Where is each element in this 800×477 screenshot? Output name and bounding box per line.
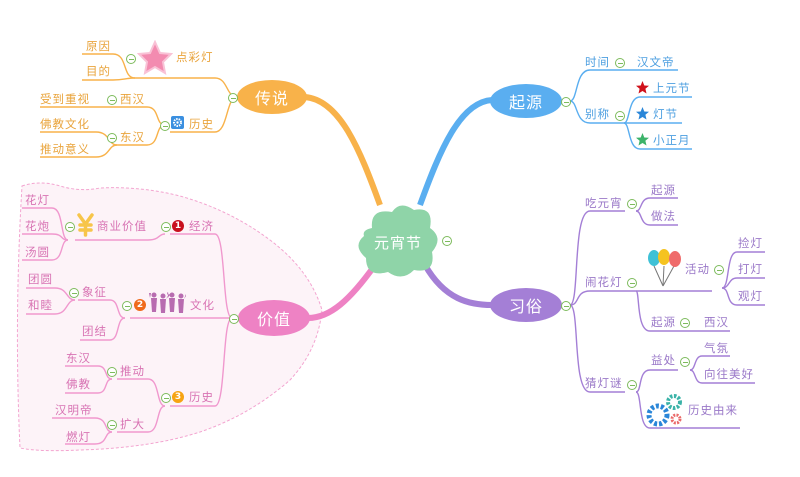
topic-symbol[interactable]: 象征 — [82, 285, 107, 299]
topic-expand[interactable]: 扩大 — [120, 417, 145, 431]
priority-1-icon: 1 — [172, 220, 184, 232]
collapse-button[interactable] — [107, 420, 117, 430]
topic-emperor-ming[interactable]: 汉明帝 — [55, 403, 93, 417]
topic-yuanxiao-origin[interactable]: 起源 — [651, 183, 676, 197]
topic-hit-lantern[interactable]: 打灯 — [738, 262, 763, 276]
central-topic[interactable]: 元宵节 — [352, 200, 444, 282]
collapse-button[interactable] — [627, 199, 637, 209]
topic-harmony[interactable]: 和睦 — [28, 298, 53, 312]
topic-history-origin[interactable]: 历史由来 — [688, 403, 738, 417]
star-red-icon — [636, 81, 649, 94]
collapse-button[interactable] — [229, 314, 239, 324]
topic-lantern-fair[interactable]: 闹花灯 — [585, 275, 623, 289]
topic-label: 价值 — [256, 310, 291, 329]
collapse-button[interactable] — [65, 222, 75, 232]
gear-icon — [171, 116, 184, 129]
topic-economy[interactable]: 经济 — [189, 219, 214, 233]
collapse-button[interactable] — [126, 54, 136, 64]
topic-light-lanterns[interactable]: 燃灯 — [66, 430, 91, 444]
topic-buddhist-culture[interactable]: 佛教文化 — [40, 117, 90, 131]
topic-history[interactable]: 历史 — [189, 390, 214, 404]
collapse-button[interactable] — [122, 301, 132, 311]
topic-colored-lanterns[interactable]: 点彩灯 — [176, 50, 214, 64]
topic-label: 传说 — [254, 89, 289, 108]
topic-western-han[interactable]: 西汉 — [120, 92, 145, 106]
topic-label: 起源 — [508, 93, 543, 112]
yen-icon — [77, 213, 94, 237]
collapse-button[interactable] — [680, 318, 690, 328]
collapse-button[interactable] — [160, 121, 170, 131]
collapse-button[interactable] — [107, 95, 117, 105]
value-boundary — [16, 182, 323, 452]
collapse-button[interactable] — [627, 380, 637, 390]
topic-little-new-year[interactable]: 小正月 — [653, 133, 691, 147]
dancers-icon — [149, 292, 186, 313]
topic-firecrackers[interactable]: 花炮 — [25, 219, 50, 233]
topic-promote[interactable]: 推动 — [120, 364, 145, 378]
topic-shangyuan[interactable]: 上元节 — [653, 81, 691, 95]
topic-lantern-festival[interactable]: 灯节 — [653, 107, 678, 121]
topic-tangyuan[interactable]: 汤圆 — [25, 245, 50, 259]
topic-emperor-wen[interactable]: 汉文帝 — [637, 55, 675, 69]
priority-2-icon: 2 — [134, 299, 146, 311]
collapse-button[interactable] — [615, 58, 625, 68]
topic-time[interactable]: 时间 — [585, 55, 610, 69]
central-topic-label: 元宵节 — [373, 234, 422, 252]
topic-customs[interactable]: 习俗 — [490, 288, 562, 322]
topic-activities[interactable]: 活动 — [685, 262, 710, 276]
topic-history[interactable]: 历史 — [189, 117, 214, 131]
collapse-button[interactable] — [69, 288, 79, 298]
star-green-icon — [636, 133, 649, 146]
collapse-button[interactable] — [161, 393, 171, 403]
topic-value[interactable]: 价值 — [238, 300, 310, 336]
topic-eastern-han[interactable]: 东汉 — [120, 130, 145, 144]
priority-3-icon: 3 — [172, 391, 184, 403]
collapse-button[interactable] — [714, 265, 724, 275]
topic-lantern-origin[interactable]: 起源 — [651, 315, 676, 329]
collapse-button[interactable] — [561, 301, 571, 311]
topic-reunion[interactable]: 团圆 — [28, 272, 53, 286]
topic-eat-yuanxiao[interactable]: 吃元宵 — [585, 196, 623, 210]
topic-purpose[interactable]: 目的 — [86, 64, 111, 78]
collapse-button[interactable] — [615, 111, 625, 121]
balloons-icon — [648, 249, 681, 287]
topic-aliases[interactable]: 别称 — [585, 107, 610, 121]
collapse-button[interactable] — [161, 222, 171, 232]
topic-reason[interactable]: 原因 — [86, 39, 111, 53]
topic-significance[interactable]: 推动意义 — [40, 142, 90, 156]
topic-culture[interactable]: 文化 — [190, 298, 215, 312]
topic-atmosphere[interactable]: 气氛 — [704, 341, 729, 355]
collapse-button[interactable] — [627, 278, 637, 288]
topic-eastern-han[interactable]: 东汉 — [66, 351, 91, 365]
collapse-button[interactable] — [228, 93, 238, 103]
collapse-button[interactable] — [680, 357, 690, 367]
topic-yearning[interactable]: 向往美好 — [704, 367, 754, 381]
star-blue-icon — [636, 107, 649, 120]
cloud-shape — [358, 205, 438, 277]
collapse-button[interactable] — [561, 97, 571, 107]
collapse-button[interactable] — [107, 367, 117, 377]
topic-view-lantern[interactable]: 观灯 — [738, 289, 763, 303]
collapse-button[interactable] — [107, 133, 117, 143]
topic-riddles[interactable]: 猜灯谜 — [585, 376, 623, 390]
topic-buddhism[interactable]: 佛教 — [66, 377, 91, 391]
collapse-button[interactable] — [442, 236, 452, 246]
gears-icon — [646, 394, 682, 427]
topic-legend[interactable]: 传说 — [237, 80, 307, 114]
topic-lanterns[interactable]: 花灯 — [25, 193, 50, 207]
topic-unity[interactable]: 团结 — [82, 324, 107, 338]
topic-benefits[interactable]: 益处 — [651, 353, 676, 367]
topic-valued[interactable]: 受到重视 — [40, 92, 90, 106]
topic-pick-lantern[interactable]: 捡灯 — [738, 236, 763, 250]
topic-commercial-value[interactable]: 商业价值 — [97, 219, 147, 233]
topic-label: 习俗 — [508, 297, 543, 316]
topic-origin[interactable]: 起源 — [490, 84, 562, 118]
topic-yuanxiao-method[interactable]: 做法 — [651, 209, 676, 223]
star-balloon-icon — [137, 40, 173, 75]
topic-western-han[interactable]: 西汉 — [704, 315, 729, 329]
